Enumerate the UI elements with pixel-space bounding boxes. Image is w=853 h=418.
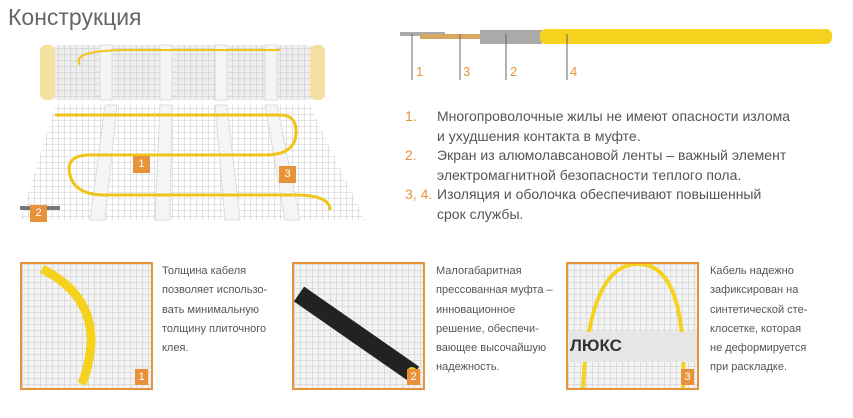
mat-badge-2: 2 bbox=[30, 205, 47, 222]
mat-badge-1: 1 bbox=[133, 156, 150, 173]
detail-badge: 1 bbox=[135, 369, 148, 385]
mat-badge-3: 3 bbox=[279, 166, 296, 183]
brand-logo: ЛЮКС bbox=[570, 336, 622, 355]
detail-image-coupling: 2 bbox=[292, 262, 425, 390]
cable-label-1: 1 bbox=[416, 64, 424, 79]
cable-cross-section bbox=[400, 29, 832, 80]
feature-list: 1. Многопроволочные жилы не имеют опаснос… bbox=[405, 107, 790, 224]
feature-text: Изоляция и оболочка обеспечивают повышен… bbox=[437, 186, 762, 202]
feature-item: 3, 4.Изоляция и оболочка обеспечивают по… bbox=[405, 185, 790, 224]
page-title: Конструкция bbox=[8, 4, 142, 30]
heating-mat-illustration bbox=[20, 44, 365, 221]
feature-item: 1. Многопроволочные жилы не имеют опаснос… bbox=[405, 107, 790, 146]
feature-text: электромагнитной безопасности теплого по… bbox=[437, 166, 742, 183]
cable-label-3: 3 bbox=[463, 64, 471, 79]
feature-item: 2. Экран из алюмолавсановой ленты – важны… bbox=[405, 146, 790, 185]
feature-number: 2. bbox=[405, 147, 417, 163]
feature-text: Многопроволочные жилы не имеют опасности… bbox=[437, 108, 791, 124]
cable-label-2: 2 bbox=[510, 64, 518, 79]
detail-image-mesh: ЛЮКС 3 bbox=[566, 262, 699, 390]
feature-text: Экран из алюмолавсановой ленты – важный … bbox=[437, 147, 787, 163]
feature-number: 1. bbox=[405, 108, 417, 124]
detail-image-cable: 1 bbox=[20, 262, 153, 390]
feature-text: и ухудшения контакта в муфте. bbox=[437, 127, 641, 144]
detail-badge: 2 bbox=[407, 369, 420, 385]
feature-text: срок службы. bbox=[437, 205, 524, 222]
cable-label-4: 4 bbox=[570, 64, 578, 79]
detail-badge: 3 bbox=[681, 369, 694, 385]
feature-number: 3, 4. bbox=[405, 186, 433, 202]
